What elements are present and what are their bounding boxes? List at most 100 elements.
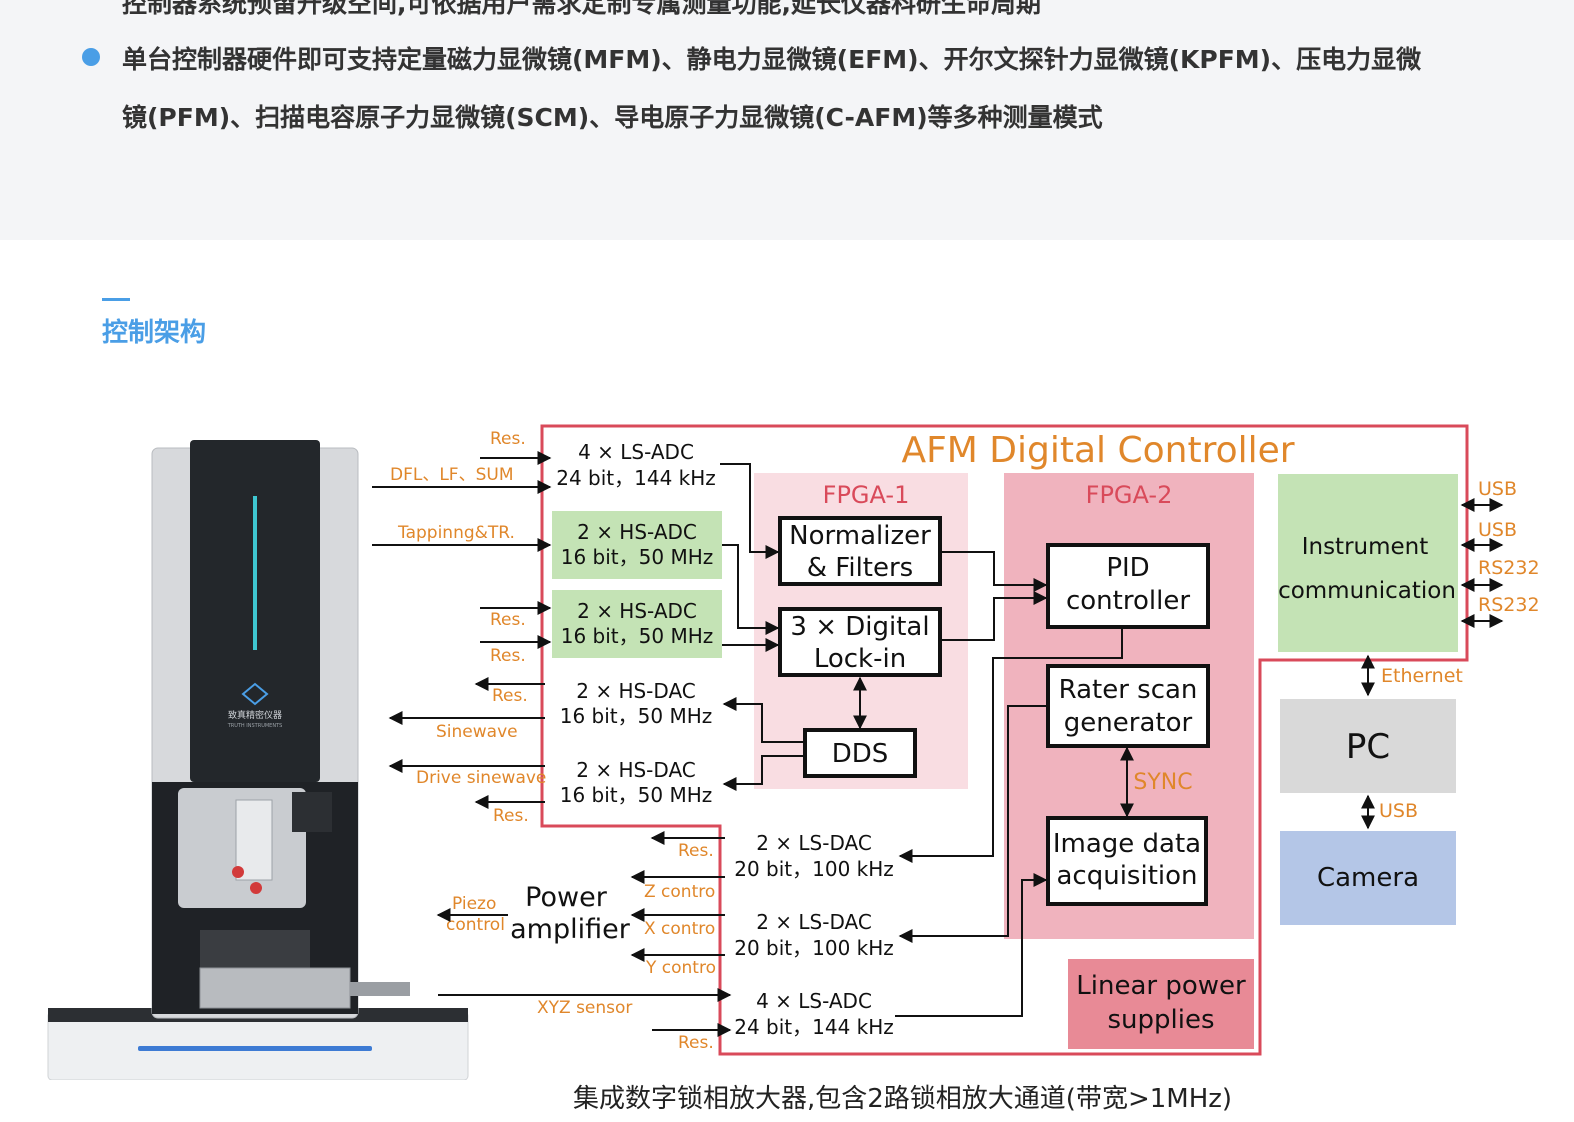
normalizer-line2: & Filters <box>807 553 913 583</box>
linear-line2: supplies <box>1107 1005 1214 1035</box>
signal-res-2: Res. <box>490 610 526 630</box>
hs-adc-2-line2: 16 bit，50 MHz <box>561 624 714 648</box>
linear-power-block <box>1068 959 1254 1049</box>
signal-usb-1: USB <box>1478 478 1517 500</box>
linear-line1: Linear power <box>1076 971 1246 1001</box>
image-line2: acquisition <box>1056 861 1197 891</box>
signal-res-6: Res. <box>678 841 714 861</box>
brand-logo-text: 致真精密仪器 <box>228 709 282 721</box>
feature-item-modes-line2: 镜(PFM)、扫描电容原子力显微镜(SCM)、导电原子力显微镜(C-AFM)等多… <box>122 103 1103 132</box>
wire-lockin-pid <box>942 591 1048 641</box>
hs-dac-1-line1: 2 × HS-DAC <box>576 679 696 703</box>
signal-res-4: Res. <box>492 686 528 706</box>
instrument-communication-block <box>1278 474 1458 652</box>
fpga2-label: FPGA-2 <box>1086 481 1173 509</box>
afm-instrument-illustration: 致真精密仪器 TRUTH INSTRUMENTS <box>47 440 469 1080</box>
pid-line2: controller <box>1066 586 1190 616</box>
hs-adc-2-line1: 2 × HS-ADC <box>577 599 697 623</box>
camera-label: Camera <box>1317 863 1419 893</box>
hs-dac-2-line1: 2 × HS-DAC <box>576 758 696 782</box>
signal-ethernet: Ethernet <box>1381 665 1463 687</box>
camera-block <box>1280 831 1456 925</box>
signal-rs232-2: RS232 <box>1478 594 1540 616</box>
signal-usb-camera: USB <box>1379 800 1418 822</box>
fpga1-label: FPGA-1 <box>823 481 910 509</box>
ls-dac-1-line2: 20 bit，100 kHz <box>734 857 894 881</box>
raster-scan-block <box>1046 664 1210 748</box>
dds-block <box>803 728 917 778</box>
signal-z-control: Z contro <box>644 882 715 902</box>
dds-label: DDS <box>832 739 889 769</box>
raster-line1: Rater scan <box>1059 675 1198 705</box>
section-accent-bar <box>102 298 130 301</box>
ls-dac-2-line2: 20 bit，100 kHz <box>734 936 894 960</box>
hs-dac-1-line2: 16 bit，50 MHz <box>560 704 713 728</box>
afm-controller-title: AFM Digital Controller <box>901 430 1294 471</box>
signal-piezo-line2: control <box>446 915 505 935</box>
ls-adc-bottom-line2: 24 bit，144 kHz <box>734 1015 894 1039</box>
ls-adc-bottom-line1: 4 × LS-ADC <box>756 989 872 1013</box>
brand-logo-subtext: TRUTH INSTRUMENTS <box>227 723 283 729</box>
diagram-caption: 集成数字锁相放大器,包含2路锁相放大通道(带宽>1MHz) <box>573 1084 1233 1114</box>
lockin-line2: Lock-in <box>814 644 906 674</box>
ls-adc-top-line2: 24 bit，144 kHz <box>556 466 716 490</box>
normalizer-line1: Normalizer <box>789 521 931 551</box>
hs-adc-1-line2: 16 bit，50 MHz <box>561 545 714 569</box>
wire-lsadc-normalizer <box>720 463 780 559</box>
section-title: 控制架构 <box>102 318 207 348</box>
wire-dds-hsdac1 <box>722 697 803 743</box>
signal-drive-sinewave: Drive sinewave <box>416 768 546 788</box>
power-amp-line2: amplifier <box>510 914 631 945</box>
image-acquisition-block <box>1046 816 1208 906</box>
hs-adc-1-line1: 2 × HS-ADC <box>577 520 697 544</box>
signal-x-control: X contro <box>644 919 715 939</box>
signal-dfl: DFL、LF、SUM <box>390 465 514 485</box>
signal-res-5: Res. <box>493 806 529 826</box>
instrument-line1: Instrument <box>1302 534 1429 560</box>
normalizer-filters-block <box>778 516 942 586</box>
wire-raster-lsdac2 <box>898 705 1046 943</box>
ls-dac-1-line1: 2 × LS-DAC <box>756 831 872 855</box>
status-light-strip <box>253 496 257 650</box>
signal-usb-2: USB <box>1478 519 1517 541</box>
control-architecture-diagram: 致真精密仪器 TRUTH INSTRUMENTS AFM Digital Con… <box>47 424 1540 1080</box>
features-panel <box>0 0 1574 240</box>
wire-dds-hsdac2 <box>722 755 803 791</box>
signal-rs232-1: RS232 <box>1478 557 1540 579</box>
signal-res-1: Res. <box>490 429 526 449</box>
signal-piezo-line1: Piezo <box>452 894 496 914</box>
signal-res-3: Res. <box>490 646 526 666</box>
wire-lsadc-image <box>895 873 1048 1017</box>
wire-normalizer-pid <box>942 551 1048 592</box>
base-light-strip <box>138 1046 372 1051</box>
instrument-line2: communication <box>1278 578 1456 604</box>
adjust-knob-icon <box>232 866 244 878</box>
pc-label: PC <box>1346 727 1390 767</box>
wire-hsadc1-lockin <box>722 544 780 635</box>
power-amp-line1: Power <box>525 882 608 913</box>
pid-line1: PID <box>1106 553 1149 583</box>
pc-block <box>1280 699 1456 793</box>
signal-xyz-sensor: XYZ sensor <box>537 998 632 1018</box>
image-line1: Image data <box>1053 829 1201 859</box>
brand-logo-icon <box>241 682 269 706</box>
signal-tapping: Tappinng&TR. <box>397 523 515 543</box>
digital-lockin-block <box>778 607 942 677</box>
hs-adc-block-1 <box>552 511 722 579</box>
signal-sinewave: Sinewave <box>436 722 518 742</box>
signal-res-7: Res. <box>678 1033 714 1053</box>
feature-item-modes-line1: 单台控制器硬件即可支持定量磁力显微镜(MFM)、静电力显微镜(EFM)、开尔文探… <box>122 45 1422 74</box>
hs-adc-block-2 <box>552 590 722 658</box>
hs-dac-2-line2: 16 bit，50 MHz <box>560 783 713 807</box>
ls-dac-2-line1: 2 × LS-DAC <box>756 910 872 934</box>
adjust-knob-icon <box>250 882 262 894</box>
signal-y-control: Y contro <box>645 958 716 978</box>
bullet-icon <box>82 48 100 66</box>
raster-line2: generator <box>1064 708 1193 738</box>
sync-label: SYNC <box>1133 770 1192 795</box>
feature-item-upgrade: 控制器系统预留升级空间,可依据用户需求定制专属测量功能,延长仪器科研生命周期 <box>122 0 1041 18</box>
lockin-line1: 3 × Digital <box>790 612 929 642</box>
wire-pid-lsdac1 <box>898 628 1123 863</box>
ls-adc-top-line1: 4 × LS-ADC <box>578 440 694 464</box>
pid-controller-block <box>1046 543 1210 629</box>
